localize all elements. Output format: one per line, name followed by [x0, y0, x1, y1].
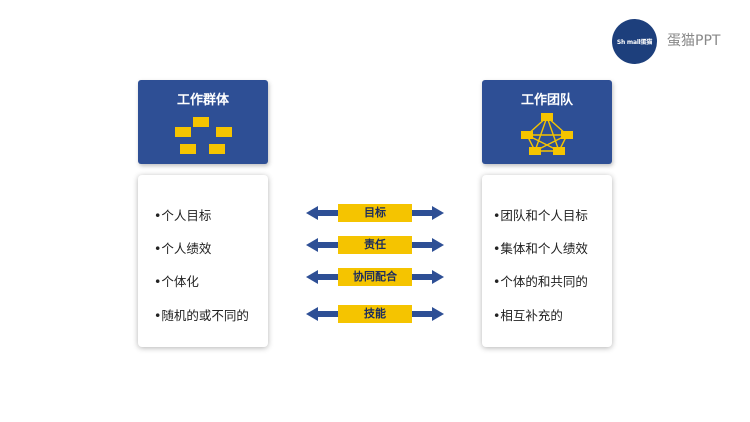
work-team-list: •团队和个人目标 •集体和个人绩效 •个体的和共同的 •相互补充的 — [482, 175, 612, 347]
connector-collaboration: 协同配合 — [306, 268, 444, 286]
work-team-title: 工作团队 — [520, 93, 573, 108]
connector-label: 协同配合 — [338, 268, 412, 286]
list-item: •个体化 — [154, 274, 199, 289]
network-nodes-icon — [521, 113, 573, 155]
connector-goal: 目标 — [306, 204, 444, 222]
connector-skills: 技能 — [306, 305, 444, 323]
logo-text: Sh mall蛋猫 — [616, 39, 653, 46]
work-group-list: •个人目标 •个人绩效 •个体化 •随机的或不同的 — [138, 175, 268, 347]
connector-label: 目标 — [338, 204, 412, 222]
connector-responsibility: 责任 — [306, 236, 444, 254]
scattered-blocks-icon — [175, 117, 232, 154]
work-group-header: 工作群体 — [138, 80, 268, 164]
list-item: •个体的和共同的 — [493, 274, 588, 289]
connector-label: 责任 — [338, 236, 412, 254]
list-item: •团队和个人目标 — [493, 208, 588, 223]
list-item: •个人目标 — [154, 208, 212, 223]
list-item: •随机的或不同的 — [154, 308, 249, 323]
work-group-title: 工作群体 — [176, 93, 229, 108]
connector-label: 技能 — [338, 305, 412, 323]
list-item: •相互补充的 — [493, 308, 563, 323]
brand-name: 蛋猫PPT — [667, 33, 721, 49]
work-team-header: 工作团队 — [482, 80, 612, 164]
list-item: •集体和个人绩效 — [493, 241, 588, 256]
list-item: •个人绩效 — [154, 241, 212, 256]
brand-logo: Sh mall蛋猫 — [612, 19, 657, 64]
